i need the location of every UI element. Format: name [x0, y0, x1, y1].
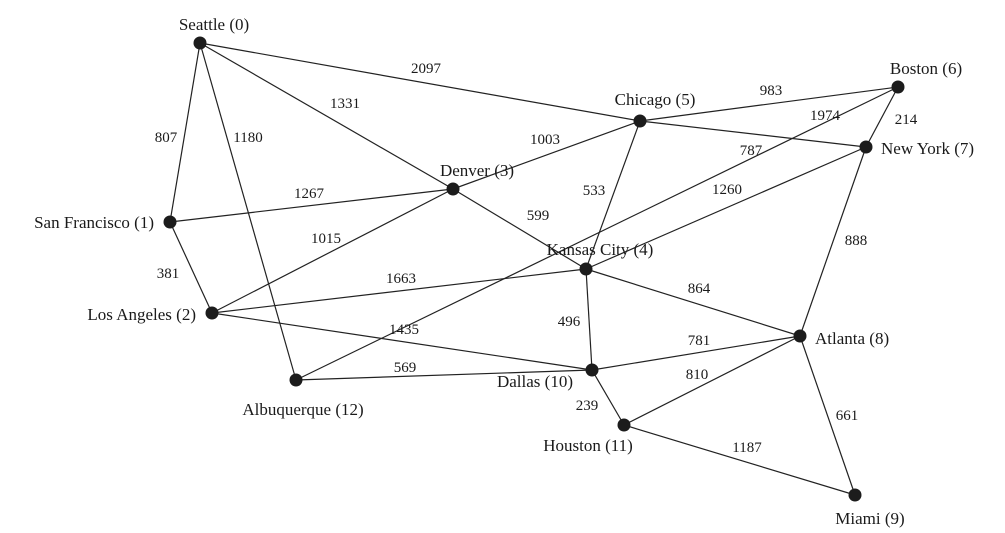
node-5 — [633, 114, 647, 128]
nodes-layer — [163, 36, 905, 502]
city-label-10: Dallas (10) — [497, 372, 573, 391]
city-label-9: Miami (9) — [835, 509, 904, 528]
node-6 — [891, 80, 905, 94]
edge-0-1 — [169, 42, 201, 223]
city-label-8: Atlanta (8) — [815, 329, 889, 348]
edge-weights-layer: 2097 1331 807 1180 1267 381 1015 1663 1435 1003 59… — [155, 61, 918, 456]
edge-5-6 — [639, 86, 899, 122]
city-labels-layer: Seattle (0) San Francisco (1) Los Angeles … — [34, 15, 974, 528]
edge-12-6 — [295, 86, 899, 381]
city-label-6: Boston (6) — [890, 59, 962, 78]
city-label-1: San Francisco (1) — [34, 213, 154, 232]
edge-weight-11-9: 1187 — [732, 440, 762, 456]
edge-7-8 — [799, 146, 867, 337]
city-label-0: Seattle (0) — [179, 15, 249, 34]
edge-2-10 — [211, 312, 593, 371]
edge-2-4 — [211, 268, 587, 314]
edge-0-5 — [199, 42, 641, 122]
node-12 — [289, 373, 303, 387]
edge-0-3 — [199, 42, 454, 190]
edge-weight-10-11: 239 — [576, 398, 599, 414]
node-8 — [793, 329, 807, 343]
city-label-3: Denver (3) — [440, 161, 514, 180]
edge-weight-12-10: 569 — [394, 360, 417, 376]
edge-8-9 — [799, 335, 856, 496]
edge-3-4 — [452, 188, 587, 270]
edge-weight-12-6: 1974 — [810, 108, 841, 124]
edge-12-10 — [295, 369, 593, 381]
node-4 — [579, 262, 593, 276]
edge-11-8 — [623, 335, 801, 426]
node-9 — [848, 488, 862, 502]
edge-weight-0-3: 1331 — [330, 96, 360, 112]
node-2 — [205, 306, 219, 320]
edge-weight-5-4: 533 — [583, 183, 606, 199]
edge-weight-4-8: 864 — [688, 281, 711, 297]
node-11 — [617, 418, 631, 432]
edge-weight-7-8: 888 — [845, 233, 868, 249]
edge-weight-5-6: 983 — [760, 83, 783, 99]
edge-1-3 — [169, 188, 454, 223]
edge-10-11 — [591, 369, 625, 426]
edge-weight-4-10: 496 — [558, 314, 581, 330]
edge-weight-10-8: 781 — [688, 333, 711, 349]
node-1 — [163, 215, 177, 229]
city-label-12: Albuquerque (12) — [242, 400, 363, 419]
edge-weight-4-7: 1260 — [712, 182, 742, 198]
node-0 — [193, 36, 207, 50]
edge-10-8 — [591, 335, 801, 371]
edge-weight-0-12: 1180 — [233, 130, 262, 146]
node-7 — [859, 140, 873, 154]
edges-layer — [169, 42, 899, 496]
edge-4-10 — [585, 268, 593, 371]
city-label-11: Houston (11) — [543, 436, 633, 455]
edge-weight-11-8: 810 — [686, 367, 709, 383]
city-label-4: Kansas City (4) — [547, 240, 654, 259]
edge-weight-2-10: 1435 — [389, 322, 419, 338]
city-label-2: Los Angeles (2) — [87, 305, 196, 324]
city-label-7: New York (7) — [881, 139, 974, 158]
edge-weight-5-7: 787 — [740, 143, 763, 159]
edge-11-9 — [623, 424, 856, 496]
edge-weight-3-4: 599 — [527, 208, 550, 224]
edge-weight-1-2: 381 — [157, 266, 180, 282]
edge-5-7 — [639, 120, 867, 148]
edge-weight-1-3: 1267 — [294, 186, 325, 202]
edge-weight-8-9: 661 — [836, 408, 859, 424]
edge-weight-0-5: 2097 — [411, 61, 442, 77]
node-10 — [585, 363, 599, 377]
edge-weight-2-3: 1015 — [311, 231, 341, 247]
edge-1-2 — [169, 221, 213, 314]
node-3 — [446, 182, 460, 196]
edge-weight-0-1: 807 — [155, 130, 178, 146]
edge-5-4 — [585, 120, 641, 270]
edge-4-7 — [585, 146, 867, 270]
edge-weight-2-4: 1663 — [386, 271, 416, 287]
edge-0-12 — [199, 42, 297, 381]
edge-4-8 — [585, 268, 801, 337]
edge-weight-3-5: 1003 — [530, 132, 560, 148]
edge-6-7 — [865, 86, 899, 148]
edge-3-5 — [452, 120, 641, 190]
edge-weight-6-7: 214 — [895, 112, 918, 128]
city-label-5: Chicago (5) — [615, 90, 696, 109]
edge-2-3 — [211, 188, 454, 314]
